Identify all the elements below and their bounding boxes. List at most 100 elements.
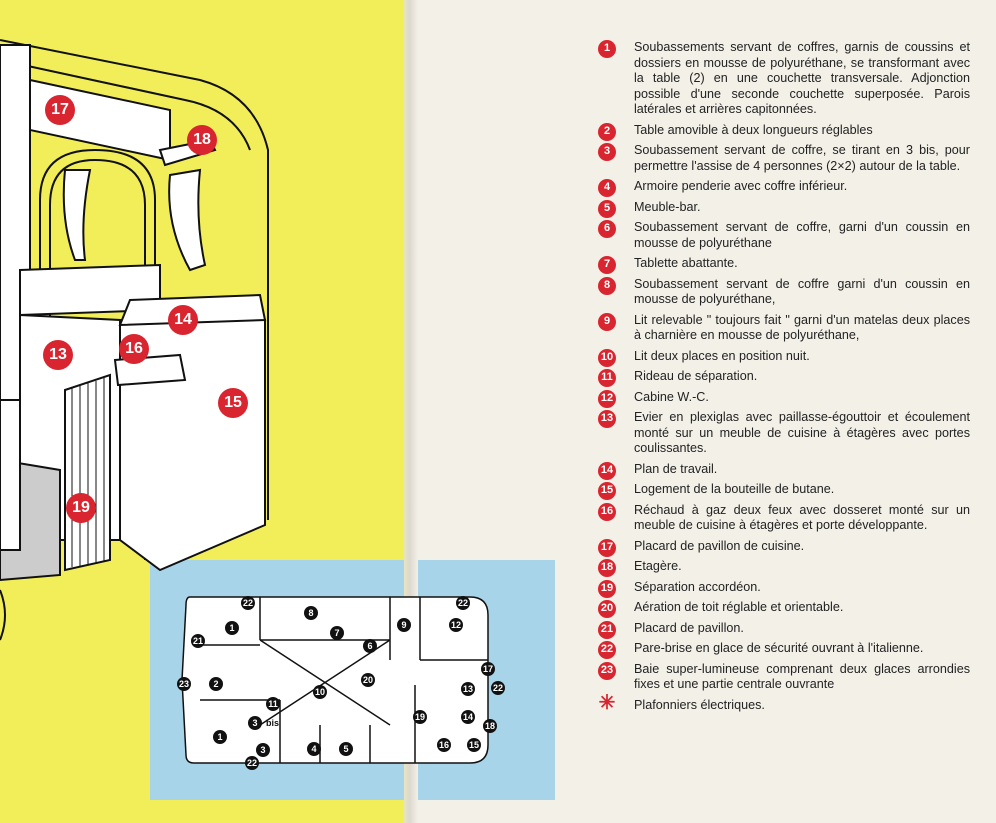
- plan-number: 2: [213, 679, 218, 689]
- legend-number: 19: [598, 579, 616, 598]
- plan-number: 22: [247, 758, 257, 768]
- legend-number: 20: [598, 600, 616, 618]
- legend-text: Aération de toit réglable et orientable.: [634, 600, 844, 614]
- plan-number: 16: [439, 740, 449, 750]
- legend-item: 9 Lit relevable " toujours fait " garni d…: [598, 312, 970, 344]
- legend-text: Armoire penderie avec coffre inférieur.: [634, 179, 848, 193]
- plan-number: 9: [401, 620, 406, 630]
- callout-badge: 13: [43, 340, 73, 370]
- plan-number: 21: [193, 636, 203, 646]
- plan-number: 17: [483, 664, 493, 674]
- legend-number: 14: [598, 461, 616, 480]
- legend-number: 8: [598, 276, 616, 295]
- legend-number: 11: [598, 369, 616, 387]
- legend-text: Table amovible à deux longueurs réglable…: [634, 122, 873, 137]
- legend-number: 22: [598, 641, 616, 659]
- legend-text: Logement de la bouteille de butane.: [634, 482, 835, 496]
- legend-number: 3: [598, 143, 616, 161]
- plan-number: 19: [415, 712, 425, 722]
- legend-number: 17: [598, 538, 616, 557]
- legend-text: Cabine W.-C.: [634, 389, 709, 404]
- callout-badge: 15: [218, 388, 248, 418]
- plan-number: 14: [463, 712, 473, 722]
- legend-number: 9: [598, 312, 616, 331]
- plan-number: 22: [243, 598, 253, 608]
- callout-badge: 16: [119, 334, 149, 364]
- legend-text: Séparation accordéon.: [634, 579, 761, 594]
- plan-number: 23: [179, 679, 189, 689]
- legend-number: 21: [598, 620, 616, 639]
- legend-item: 16 Réchaud à gaz deux feux avec dosseret …: [598, 502, 970, 534]
- legend-item: 3 Soubassement servant de coffre, se tira…: [598, 143, 970, 174]
- legend-number: 12: [598, 389, 616, 408]
- legend-list: 1 Soubassements servant de coffres, garni…: [598, 40, 970, 718]
- legend-text: Etagère.: [634, 559, 682, 573]
- legend-number: 5: [598, 199, 616, 218]
- legend-item: 6 Soubassement servant de coffre, garni d…: [598, 220, 970, 251]
- plan-number: 22: [458, 598, 468, 608]
- legend-item: 21 Placard de pavillon.: [598, 620, 970, 639]
- plan-number: 11: [268, 699, 278, 709]
- legend-item: 8 Soubassement servant de coffre garni d'…: [598, 276, 970, 308]
- legend-text: Soubassement servant de coffre, se tiran…: [634, 143, 970, 173]
- legend-item: 23 Baie super-lumineuse comprenant deux g…: [598, 661, 970, 693]
- legend-text: Pare-brise en glace de sécurité ouvrant …: [634, 641, 924, 655]
- legend-text: Baie super-lumineuse comprenant deux gla…: [634, 661, 970, 692]
- plan-number: 12: [451, 620, 461, 630]
- legend-number: 13: [598, 410, 616, 428]
- legend-item: 5 Meuble-bar.: [598, 199, 970, 218]
- plan-number: 18: [485, 721, 495, 731]
- legend-item: 15 Logement de la bouteille de butane.: [598, 482, 970, 500]
- legend-number: 18: [598, 559, 616, 577]
- legend-text: Lit relevable " toujours fait " garni d'…: [634, 312, 970, 343]
- plan-number: 1: [229, 623, 234, 633]
- legend-text: Soubassement servant de coffre, garni d'…: [634, 220, 970, 250]
- legend-text: Lit deux places en position nuit.: [634, 348, 810, 363]
- plan-number: 6: [367, 641, 372, 651]
- caravan-floor-plan: 22 8 7 6 9 12 22 21 1 2 10 20 17 23 13 2…: [177, 596, 505, 770]
- legend-number: 16: [598, 502, 616, 521]
- plan-number: 22: [493, 683, 503, 693]
- legend-text: Soubassement servant de coffre garni d'u…: [634, 276, 970, 307]
- plan-number: 7: [334, 628, 339, 638]
- legend-number: 2: [598, 122, 616, 141]
- legend-text: Plan de travail.: [634, 461, 718, 476]
- legend-text: Soubassements servant de coffres, garnis…: [634, 40, 970, 116]
- legend-number: 1: [598, 40, 616, 58]
- legend-number: 6: [598, 220, 616, 238]
- plan-number: 10: [315, 687, 325, 697]
- legend-item: ✳Plafonniers électriques.: [598, 693, 970, 714]
- legend-text: Evier en plexiglas avec paillasse-égoutt…: [634, 410, 970, 455]
- legend-item: 1 Soubassements servant de coffres, garni…: [598, 40, 970, 118]
- callout-badge: 14: [168, 305, 198, 335]
- callout-badge: 17: [45, 95, 75, 125]
- legend-item: 19 Séparation accordéon.: [598, 579, 970, 598]
- plan-number: 13: [463, 684, 473, 694]
- plan-number: 8: [308, 608, 313, 618]
- legend-text: Réchaud à gaz deux feux avec dosseret mo…: [634, 502, 970, 533]
- legend-item: 17 Placard de pavillon de cuisine.: [598, 538, 970, 557]
- plan-number: 5: [343, 744, 348, 754]
- legend-item: 12 Cabine W.-C.: [598, 389, 970, 408]
- plan-number: 1: [217, 732, 222, 742]
- legend-text: Placard de pavillon de cuisine.: [634, 538, 805, 553]
- legend-item: 13 Evier en plexiglas avec paillasse-égou…: [598, 410, 970, 457]
- plan-number: 4: [311, 744, 316, 754]
- legend-item: 22 Pare-brise en glace de sécurité ouvran…: [598, 641, 970, 659]
- legend-number: 23: [598, 661, 616, 680]
- legend-item: 20 Aération de toit réglable et orientabl…: [598, 600, 970, 618]
- plan-number: 3: [260, 745, 265, 755]
- legend-item: 14 Plan de travail.: [598, 461, 970, 480]
- legend-text: Placard de pavillon.: [634, 620, 744, 635]
- plan-bis-label: bis: [266, 718, 279, 728]
- legend-number: 15: [598, 482, 616, 500]
- callout-badge: 18: [187, 125, 217, 155]
- callout-badge: 19: [66, 493, 96, 523]
- legend-item: 2 Table amovible à deux longueurs réglabl…: [598, 122, 970, 141]
- legend-number: 7: [598, 256, 616, 274]
- legend-number: 10: [598, 348, 616, 367]
- legend-text: Meuble-bar.: [634, 199, 701, 214]
